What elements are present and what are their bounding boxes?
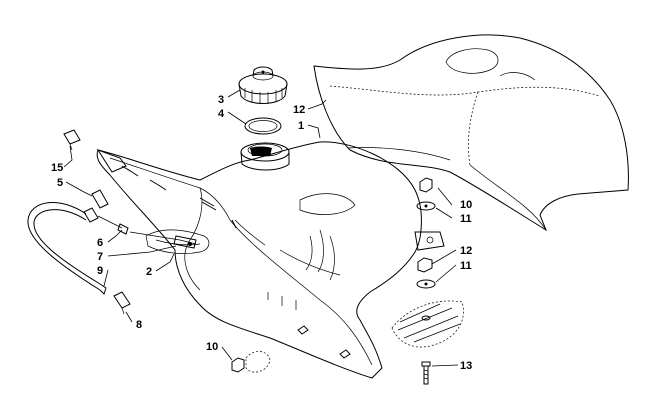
fuel-hose-part <box>27 202 107 295</box>
callout-10-upper: 10 <box>460 199 472 211</box>
rubber-pad-part <box>391 300 464 348</box>
callout-11-lower: 11 <box>460 260 472 272</box>
callout-9: 9 <box>97 265 103 277</box>
fuel-cap-part <box>238 66 288 104</box>
clip-part <box>63 129 81 151</box>
callout-1: 1 <box>298 120 304 132</box>
callout-11-upper: 11 <box>460 213 472 225</box>
callout-2: 2 <box>146 266 152 278</box>
level-sensor-part <box>145 229 210 254</box>
callout-3: 3 <box>218 94 224 106</box>
callout-13: 13 <box>460 360 472 372</box>
fuel-filter-part <box>113 291 131 315</box>
callout-10-lower: 10 <box>206 341 218 353</box>
clamp-part <box>91 189 109 209</box>
fuel-pickup-part <box>129 231 197 249</box>
callout-12: 12 <box>460 245 472 257</box>
callout-5: 5 <box>57 177 63 189</box>
bolt-part <box>421 361 431 385</box>
fuel-fitting-part <box>83 207 129 235</box>
callout-8: 8 <box>136 319 142 331</box>
callout-6: 6 <box>97 237 103 249</box>
leader-lines <box>63 89 459 367</box>
callout-15: 15 <box>51 162 63 174</box>
callout-4: 4 <box>218 108 225 120</box>
hardware-stack-part <box>416 177 436 289</box>
seat-cover-part <box>313 34 629 232</box>
fuel-tank-body-part <box>96 141 445 379</box>
callout-labels: 3 4 12 1 15 5 6 7 9 2 8 10 10 11 12 11 1… <box>51 94 472 372</box>
lower-nut-part <box>231 351 271 373</box>
callout-14: 12 <box>293 104 305 116</box>
callout-7: 7 <box>97 251 103 263</box>
cap-gasket-part <box>244 117 282 135</box>
